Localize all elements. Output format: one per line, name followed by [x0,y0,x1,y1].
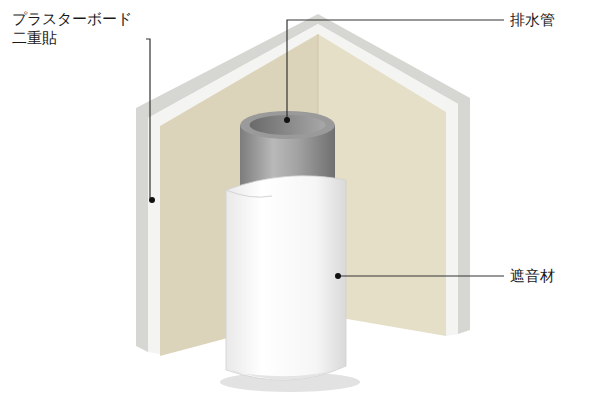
wrap-bottom [232,368,340,380]
leader-dot [149,197,155,203]
leader-dot [284,117,290,123]
leader-line [287,20,504,120]
leader-line [338,275,504,276]
leader-line [66,39,150,198]
pipe-hole [250,115,326,135]
part-label: プラスターボード 二重貼 [10,10,146,48]
wrap-edge [226,190,272,197]
leader-dot [335,273,341,279]
part-label: 排水管 [508,11,557,30]
part-label: 遮音材 [508,267,557,286]
sound-insulation [226,176,346,380]
